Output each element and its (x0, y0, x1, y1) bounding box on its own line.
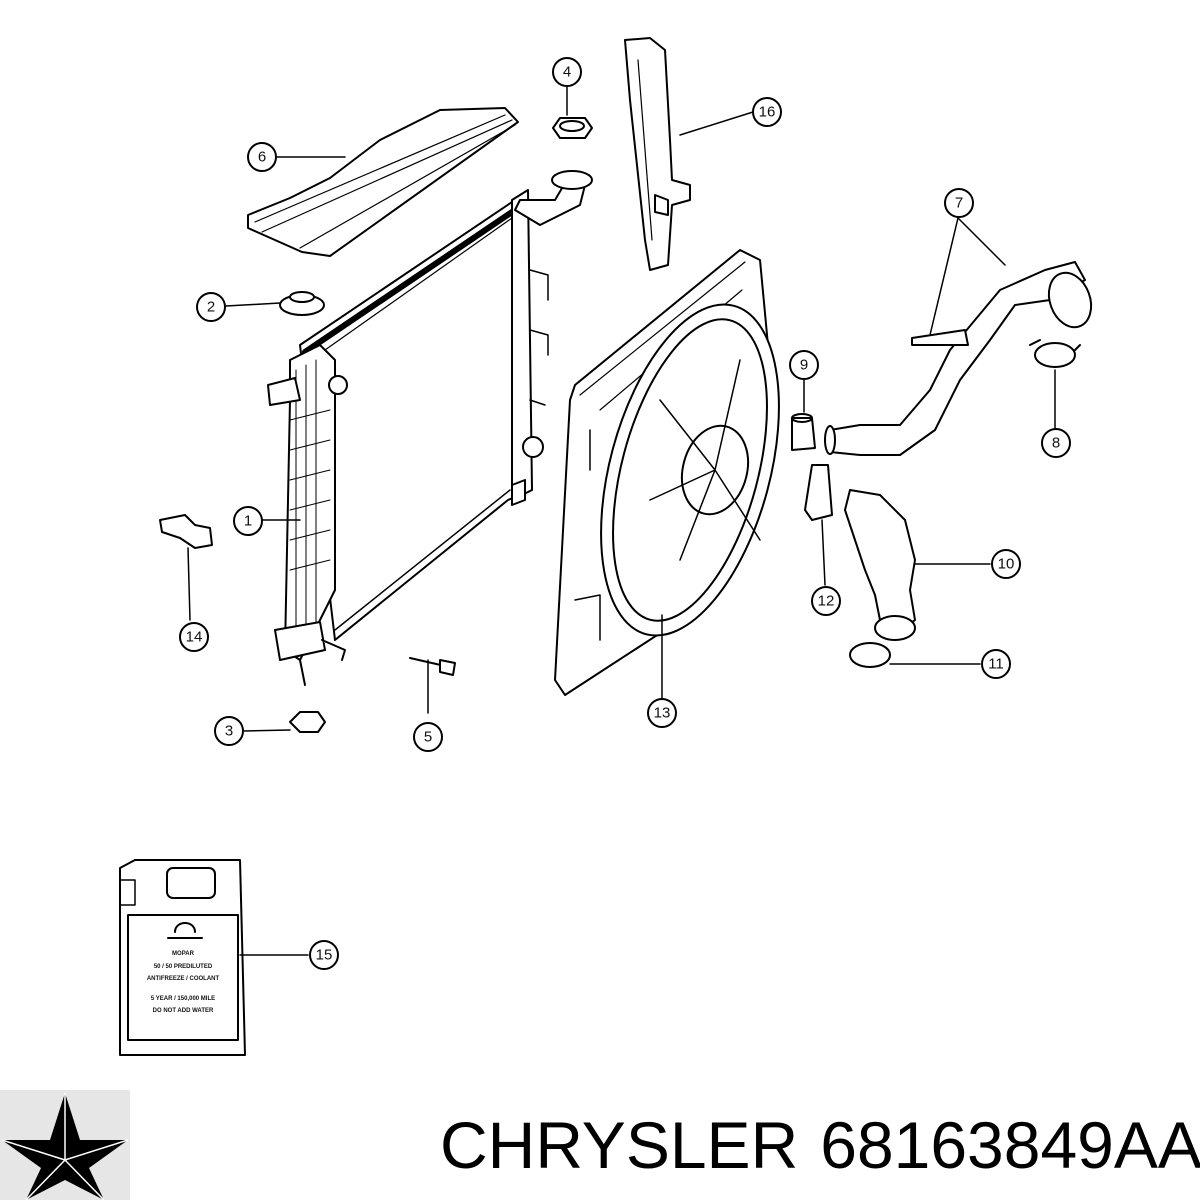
callout-label-10: 10 (998, 556, 1015, 573)
callout-label-12: 12 (818, 593, 835, 610)
callout-circle-1 (233, 506, 263, 536)
callout-circle-2 (196, 292, 226, 322)
callout-circle-8 (1041, 428, 1071, 458)
callout-circle-3 (214, 716, 244, 746)
cap-part (279, 291, 325, 316)
callout-label-13: 13 (654, 705, 671, 722)
brand-part-number: CHRYSLER 68163849AA (440, 1100, 1200, 1190)
callout-circles (179, 57, 1071, 970)
callout-label-3: 3 (225, 723, 233, 740)
callout-label-5: 5 (424, 729, 432, 746)
callout-circle-16 (752, 97, 782, 127)
callout-label-4: 4 (563, 64, 571, 81)
callout-circle-6 (247, 142, 277, 172)
callout-label-7: 7 (955, 195, 963, 212)
chrysler-pentastar-icon (0, 1090, 130, 1200)
callout-circle-5 (413, 722, 443, 752)
air-deflector-part (247, 107, 519, 257)
jug-label-line4: 5 YEAR / 150,000 MILE (151, 996, 215, 1002)
pressure-cap-part (552, 117, 593, 139)
callout-circle-14 (179, 622, 209, 652)
callout-circle-12 (811, 586, 841, 616)
callout-label-1: 1 (244, 513, 252, 530)
callout-label-8: 8 (1052, 435, 1060, 452)
callout-circle-4 (552, 57, 582, 87)
reservoir-bracket-part (624, 37, 691, 271)
coolant-jug-part (119, 859, 246, 1056)
clamp-part (791, 413, 816, 451)
callout-circle-13 (647, 698, 677, 728)
part-number: 68163849AA (820, 1108, 1200, 1182)
hose-clamp-part (1029, 339, 1081, 368)
lower-clamp-part (849, 642, 891, 668)
jug-label: MOPAR 50 / 50 PREDILUTED ANTIFREEZE / CO… (147, 951, 220, 1014)
sensor-part (159, 514, 213, 549)
drain-plug-part (289, 711, 326, 733)
fan-shroud-part (554, 249, 780, 696)
callout-label-11: 11 (988, 656, 1004, 673)
brand-name: CHRYSLER (440, 1108, 799, 1182)
callout-circle-11 (981, 649, 1011, 679)
bolt-part (409, 657, 456, 676)
callout-label-9: 9 (800, 357, 808, 374)
upper-hose-part (824, 261, 1093, 456)
callout-circle-10 (991, 549, 1021, 579)
callout-label-16: 16 (759, 104, 776, 121)
callout-circle-7 (944, 188, 974, 218)
callout-label-15: 15 (316, 947, 333, 964)
callout-numbers: 1 2 3 4 5 6 7 8 9 10 11 12 13 14 15 16 (186, 64, 1061, 964)
clamp-bracket-part (804, 464, 833, 521)
jug-label-line5: DO NOT ADD WATER (153, 1008, 214, 1014)
jug-label-line3: ANTIFREEZE / COOLANT (147, 976, 220, 982)
callout-circle-9 (789, 350, 819, 380)
jug-label-line1: MOPAR (172, 951, 195, 957)
radiator-part (267, 170, 593, 686)
leader-lines (187, 86, 1056, 956)
callout-label-14: 14 (186, 629, 203, 646)
lower-hose-part (844, 489, 916, 641)
callout-label-6: 6 (258, 149, 266, 166)
callout-circle-15 (309, 940, 339, 970)
jug-label-line2: 50 / 50 PREDILUTED (154, 964, 213, 970)
callout-label-2: 2 (207, 299, 215, 316)
